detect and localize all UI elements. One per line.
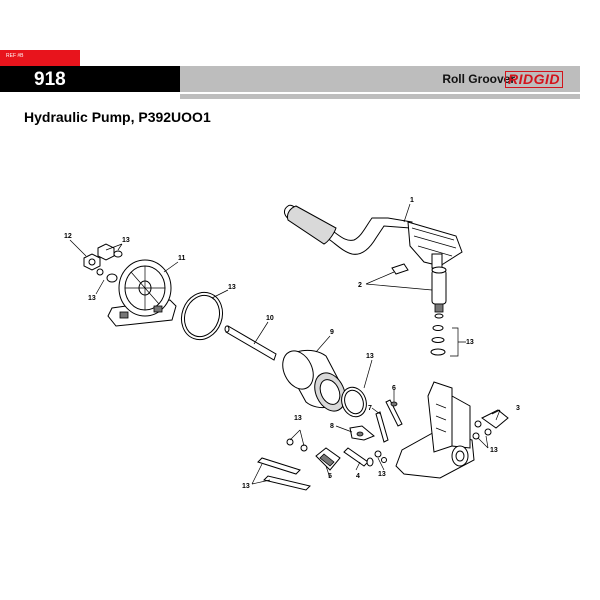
- callout-3: 3: [516, 405, 520, 412]
- callout-12: 12: [64, 233, 72, 240]
- fitting-part: [472, 409, 509, 440]
- callout-13-h: 13: [378, 471, 386, 478]
- callout-1: 1: [410, 197, 414, 204]
- reservoir-seal-part: [341, 386, 367, 418]
- callout-13-f: 13: [294, 415, 302, 422]
- product-name: Roll Groover: [442, 72, 515, 86]
- leader-lines: [69, 203, 501, 485]
- brand-logo: RIDGID: [505, 71, 563, 88]
- page-title: Hydraulic Pump, P392UOO1: [24, 109, 211, 125]
- ref-label: REF #B: [6, 53, 24, 59]
- end-cap-part: [107, 259, 177, 327]
- piston-seal-group: [430, 325, 466, 357]
- model-bar: 918: [0, 66, 180, 92]
- callout-13-d: 13: [466, 339, 474, 346]
- rod-part: [224, 325, 277, 361]
- seal-group-bottom: [286, 438, 308, 452]
- reservoir-part: [282, 349, 347, 412]
- callout-5: 5: [328, 473, 332, 480]
- seal-group-left: [96, 250, 123, 283]
- callout-9: 9: [330, 329, 334, 336]
- callout-2: 2: [358, 282, 362, 289]
- callout-13-b: 13: [88, 295, 96, 302]
- valve-pin-parts: [375, 399, 403, 443]
- callout-13-a: 13: [122, 237, 130, 244]
- release-valve-part: [315, 447, 341, 471]
- model-number: 918: [34, 69, 66, 90]
- callout-6: 6: [392, 385, 396, 392]
- seal-group-center: [374, 450, 387, 463]
- callout-11: 11: [178, 255, 186, 262]
- callout-8: 8: [330, 423, 334, 430]
- pump-body-part: [395, 381, 475, 479]
- callout-10: 10: [266, 315, 274, 322]
- piston-part: [391, 263, 447, 319]
- nut-washer-part: [83, 243, 115, 271]
- callout-7: 7: [368, 405, 372, 412]
- callout-13-e: 13: [366, 353, 374, 360]
- check-valve-part: [349, 425, 375, 441]
- bottom-pin-parts: [257, 457, 311, 491]
- callout-13-i: 13: [490, 447, 498, 454]
- pump-handle-part: [284, 204, 463, 269]
- callout-4: 4: [356, 473, 360, 480]
- ref-tab: REF #B: [0, 50, 80, 66]
- reservoir-oring-part: [180, 291, 224, 341]
- callout-13-g: 13: [242, 483, 250, 490]
- valve-stem-part: [343, 447, 374, 467]
- header-rule: [180, 94, 580, 99]
- callout-13-c: 13: [228, 284, 236, 291]
